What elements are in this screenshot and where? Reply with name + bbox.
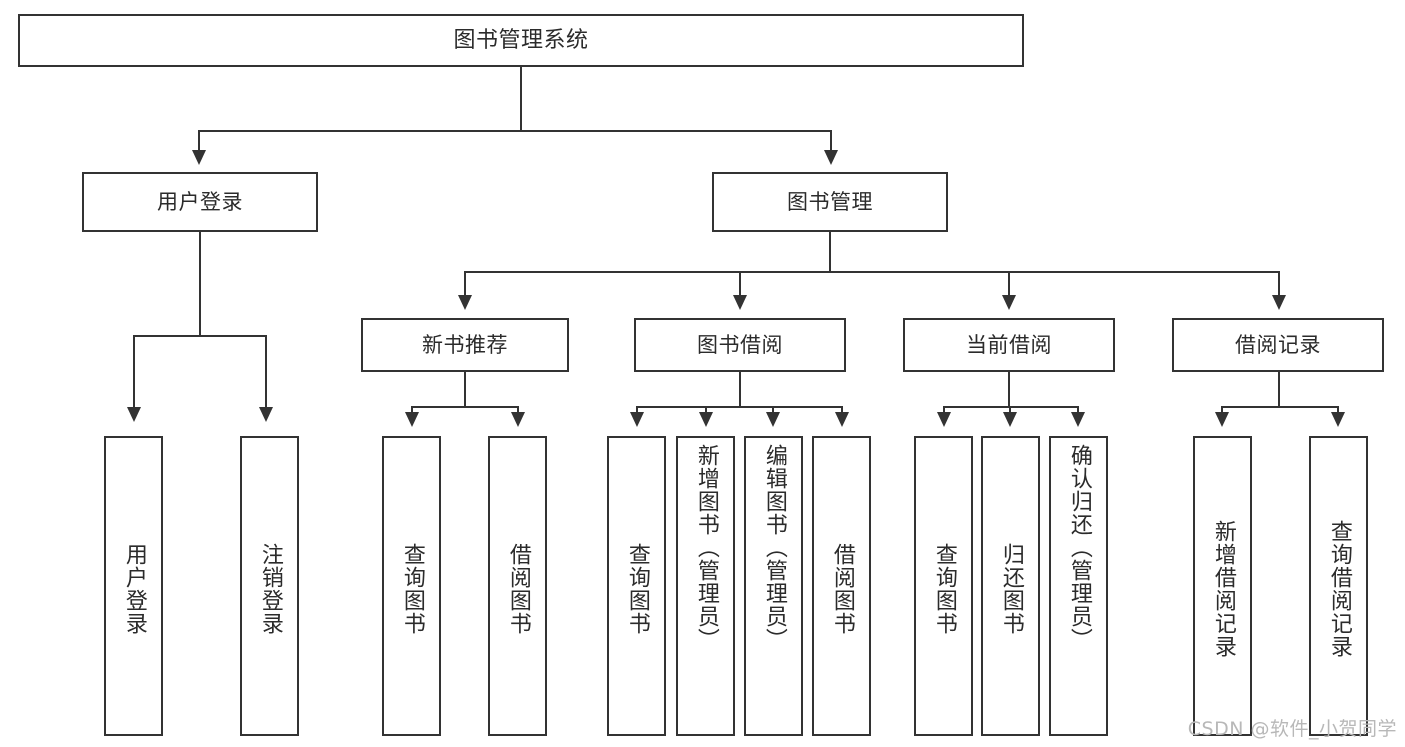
- arrow-root-to-user-login: [192, 150, 206, 165]
- leaf-label: 借阅图书: [829, 543, 855, 635]
- arrow-book-manage-to-borrow-record: [1272, 295, 1286, 310]
- connector-book-borrow-drop-3: [772, 406, 774, 414]
- connector-borrow-record-drop-2: [1337, 406, 1339, 414]
- connector-root-bus: [198, 130, 832, 132]
- arrow-borrow-record-to-leaf-2: [1331, 412, 1345, 427]
- leaf-label: 注销登录: [257, 543, 283, 635]
- connector-book-manage-bus: [464, 271, 1280, 273]
- connector-new-book-stem: [464, 372, 466, 408]
- leaf-label: 确认归还（管理员）: [1066, 444, 1092, 651]
- leaf-label: 查询图书: [624, 543, 650, 635]
- leaf-book-borrow-borrow-book[interactable]: 借阅图书: [812, 436, 871, 736]
- connector-book-manage-stem: [829, 232, 831, 272]
- node-book-management[interactable]: 图书管理: [712, 172, 948, 232]
- leaf-current-borrow-return-book[interactable]: 归还图书: [981, 436, 1040, 736]
- leaf-label: 用户登录: [121, 543, 147, 635]
- leaf-label: 查询图书: [399, 543, 425, 635]
- arrow-user-login-to-leaf-2: [259, 407, 273, 422]
- connector-current-borrow-drop-3: [1077, 406, 1079, 414]
- node-user-login[interactable]: 用户登录: [82, 172, 318, 232]
- leaf-current-borrow-confirm-return-admin[interactable]: 确认归还（管理员）: [1049, 436, 1108, 736]
- arrow-borrow-record-to-leaf-1: [1215, 412, 1229, 427]
- leaf-label: 查询图书: [931, 543, 957, 635]
- connector-current-borrow-drop-2: [1009, 406, 1011, 414]
- node-label: 借阅记录: [1235, 332, 1321, 357]
- leaf-book-borrow-edit-book-admin[interactable]: 编辑图书（管理员）: [744, 436, 803, 736]
- connector-user-login-drop-2: [265, 335, 267, 409]
- leaf-label: 归还图书: [998, 543, 1024, 635]
- connector-book-manage-drop-4: [1278, 271, 1280, 297]
- arrow-current-borrow-to-leaf-1: [937, 412, 951, 427]
- arrow-current-borrow-to-leaf-2: [1003, 412, 1017, 427]
- node-new-book-recommend[interactable]: 新书推荐: [361, 318, 569, 372]
- connector-root-to-book-manage: [830, 130, 832, 152]
- arrow-book-borrow-to-leaf-3: [766, 412, 780, 427]
- arrow-root-to-book-manage: [824, 150, 838, 165]
- leaf-label: 编辑图书（管理员）: [761, 444, 787, 651]
- connector-book-borrow-bus: [636, 406, 843, 408]
- arrow-current-borrow-to-leaf-3: [1071, 412, 1085, 427]
- node-label: 新书推荐: [422, 332, 508, 357]
- connector-user-login-drop-1: [133, 335, 135, 409]
- arrow-new-book-to-leaf-1: [405, 412, 419, 427]
- arrow-user-login-to-leaf-1: [127, 407, 141, 422]
- connector-book-manage-drop-3: [1008, 271, 1010, 297]
- connector-borrow-record-bus: [1221, 406, 1339, 408]
- node-root-system[interactable]: 图书管理系统: [18, 14, 1024, 67]
- leaf-borrow-record-add-record[interactable]: 新增借阅记录: [1193, 436, 1252, 736]
- connector-new-book-drop-1: [411, 406, 413, 414]
- node-borrow-record[interactable]: 借阅记录: [1172, 318, 1384, 372]
- arrow-book-manage-to-current-borrow: [1002, 295, 1016, 310]
- leaf-label: 新增借阅记录: [1210, 520, 1236, 658]
- connector-book-borrow-drop-2: [705, 406, 707, 414]
- leaf-book-borrow-add-book-admin[interactable]: 新增图书（管理员）: [676, 436, 735, 736]
- connector-new-book-drop-2: [517, 406, 519, 414]
- node-label: 用户登录: [157, 189, 243, 214]
- arrow-book-manage-to-book-borrow: [733, 295, 747, 310]
- connector-book-borrow-stem: [739, 372, 741, 408]
- connector-user-login-bus: [133, 335, 267, 337]
- connector-user-login-stem: [199, 232, 201, 336]
- leaf-label: 借阅图书: [505, 543, 531, 635]
- arrow-new-book-to-leaf-2: [511, 412, 525, 427]
- connector-book-borrow-drop-1: [636, 406, 638, 414]
- leaf-label: 新增图书（管理员）: [693, 444, 719, 651]
- leaf-borrow-record-query-record[interactable]: 查询借阅记录: [1309, 436, 1368, 736]
- leaf-new-book-query-book[interactable]: 查询图书: [382, 436, 441, 736]
- leaf-label: 查询借阅记录: [1326, 520, 1352, 658]
- arrow-book-borrow-to-leaf-4: [835, 412, 849, 427]
- connector-book-manage-drop-2: [739, 271, 741, 297]
- connector-current-borrow-drop-1: [943, 406, 945, 414]
- node-book-borrow[interactable]: 图书借阅: [634, 318, 846, 372]
- connector-current-borrow-stem: [1008, 372, 1010, 408]
- arrow-book-borrow-to-leaf-2: [699, 412, 713, 427]
- connector-book-manage-drop-1: [464, 271, 466, 297]
- leaf-current-borrow-query-book[interactable]: 查询图书: [914, 436, 973, 736]
- node-label: 当前借阅: [966, 332, 1052, 357]
- connector-root-stem: [520, 67, 522, 131]
- connector-new-book-bus: [411, 406, 519, 408]
- connector-book-borrow-drop-4: [841, 406, 843, 414]
- arrow-book-manage-to-new-book: [458, 295, 472, 310]
- connector-root-to-user-login: [198, 130, 200, 152]
- leaf-new-book-borrow-book[interactable]: 借阅图书: [488, 436, 547, 736]
- connector-borrow-record-stem: [1278, 372, 1280, 408]
- leaf-book-borrow-query-book[interactable]: 查询图书: [607, 436, 666, 736]
- arrow-book-borrow-to-leaf-1: [630, 412, 644, 427]
- node-label: 图书管理系统: [453, 27, 589, 53]
- node-current-borrow[interactable]: 当前借阅: [903, 318, 1115, 372]
- node-label: 图书借阅: [697, 332, 783, 357]
- connector-current-borrow-bus: [943, 406, 1079, 408]
- leaf-user-login-login[interactable]: 用户登录: [104, 436, 163, 736]
- node-label: 图书管理: [787, 189, 873, 214]
- connector-borrow-record-drop-1: [1221, 406, 1223, 414]
- leaf-user-login-logout[interactable]: 注销登录: [240, 436, 299, 736]
